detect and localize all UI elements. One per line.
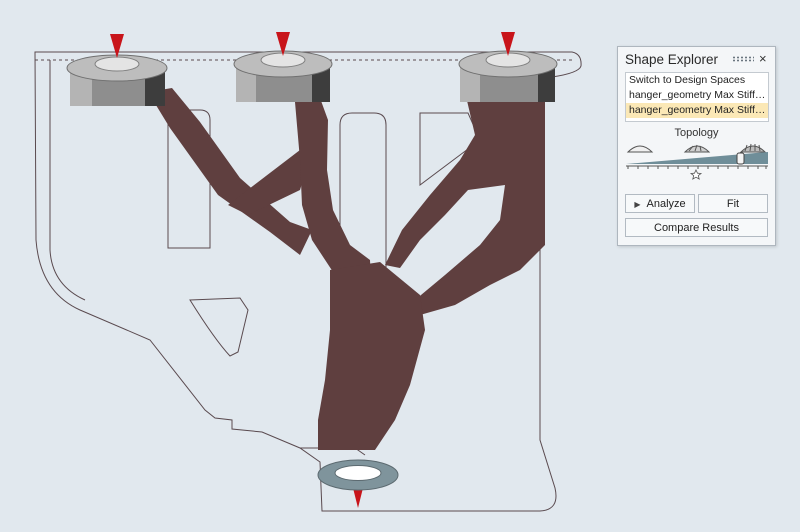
shape-explorer-panel: Shape Explorer × Switch to Design Spaces…	[617, 46, 776, 246]
panel-header[interactable]: Shape Explorer ×	[618, 47, 775, 71]
results-list: Switch to Design Spaces hanger_geometry …	[625, 72, 769, 122]
load-arrow-middle	[276, 32, 290, 56]
close-icon[interactable]: ×	[759, 51, 767, 66]
load-arrow-bottom	[353, 488, 363, 508]
bottom-washer	[317, 459, 399, 491]
topology-label: Topology	[674, 127, 719, 139]
grip-dots-icon[interactable]	[732, 56, 754, 62]
topology-result	[148, 88, 545, 450]
slider-handle[interactable]	[736, 152, 745, 165]
analyze-label: Analyze	[646, 198, 686, 210]
play-icon: ▶	[634, 200, 641, 209]
topology-slider[interactable]	[626, 152, 768, 192]
optimal-star-icon	[689, 169, 703, 180]
fastener-right	[458, 50, 558, 102]
dome-low-icon	[626, 145, 654, 153]
load-arrow-right	[501, 32, 515, 56]
fastener-middle	[233, 50, 333, 102]
load-arrows	[110, 32, 515, 508]
fit-button[interactable]: Fit	[698, 194, 768, 213]
load-arrow-left	[110, 34, 124, 58]
list-item[interactable]: Switch to Design Spaces	[629, 74, 746, 86]
dome-high-icon	[739, 143, 767, 153]
list-item[interactable]: hanger_geometry Max Stiffness	[629, 89, 768, 101]
fastener-left	[66, 54, 168, 106]
panel-title: Shape Explorer	[625, 52, 719, 67]
slider-icons	[626, 141, 768, 157]
compare-results-button[interactable]: Compare Results	[625, 218, 768, 237]
dome-mid-icon	[683, 144, 711, 153]
list-item-selected[interactable]: hanger_geometry Max Stiffness	[626, 103, 768, 118]
analyze-button[interactable]: ▶ Analyze	[625, 194, 695, 213]
